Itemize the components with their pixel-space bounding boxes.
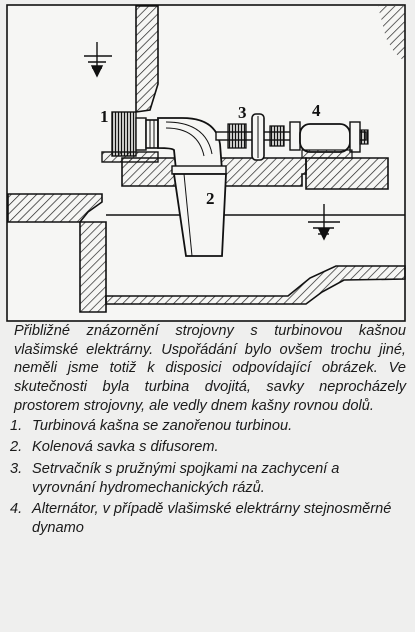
coupling-right	[269, 125, 285, 147]
label-4: 4	[312, 101, 321, 120]
list-item-text: Kolenová savka s difusorem.	[32, 439, 219, 456]
coupling-left	[227, 123, 247, 149]
diffuser	[172, 173, 227, 257]
pit-wall	[135, 5, 159, 113]
figure-caption: Přibližné znázornění strojovny s turbino…	[10, 322, 406, 541]
list-item-text: Alternátor, v případě vlašimské elektrár…	[32, 501, 392, 537]
list-item-number: 1.	[10, 417, 23, 434]
alternator-pedestal	[305, 157, 389, 190]
label-3: 3	[238, 103, 247, 122]
left-floor-slab	[7, 193, 103, 223]
label-1: 1	[100, 107, 109, 126]
list-item: 4. Alternátor, v případě vlašimské elektr…	[10, 500, 406, 537]
label-2: 2	[206, 189, 215, 208]
water-level-upper	[84, 42, 112, 78]
list-item-number: 2.	[10, 439, 23, 456]
list-item-text: Setrvačník s pružnými spojkami na zachyc…	[32, 460, 340, 496]
list-item-number: 4.	[10, 501, 23, 518]
list-item-text: Turbinová kašna se zanořenou turbinou.	[32, 417, 293, 434]
elbow-draft-tube	[157, 117, 227, 175]
water-level-lower	[308, 204, 340, 241]
wall-hatch-top-right	[378, 6, 405, 62]
list-item: 1. Turbinová kašna se zanořenou turbinou.	[10, 417, 406, 436]
flywheel	[251, 113, 265, 161]
list-item: 3. Setrvačník s pružnými spojkami na zach…	[10, 460, 406, 497]
alternator	[289, 121, 369, 159]
machine-room-diagram: 1 2 3 4	[6, 4, 406, 322]
list-item-number: 3.	[10, 460, 23, 477]
tailrace-floor	[105, 265, 406, 305]
left-lower-wall	[79, 221, 107, 313]
list-item: 2. Kolenová savka s difusorem.	[10, 438, 406, 457]
caption-list: 1. Turbinová kašna se zanořenou turbinou.…	[10, 417, 406, 538]
turbine-runner	[111, 111, 159, 157]
caption-paragraph: Přibližné znázornění strojovny s turbino…	[14, 323, 406, 414]
